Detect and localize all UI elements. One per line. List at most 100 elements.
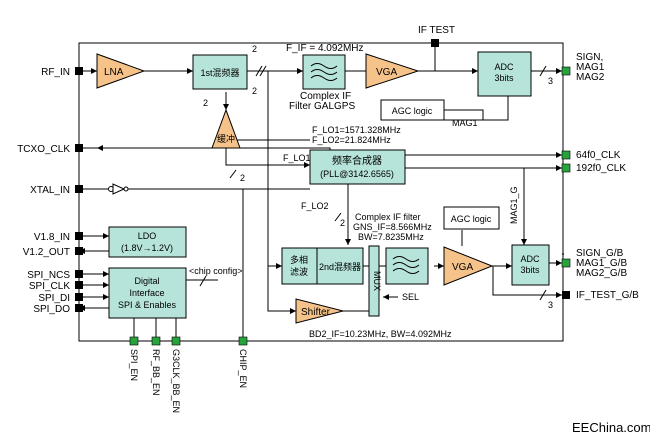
buffer-amplifier: [211, 108, 241, 149]
label-mag2-g: MAG2_G/B: [576, 268, 627, 279]
label-v18-in: V1.8_IN: [34, 232, 70, 243]
label-mag1-g: MAG1_G: [509, 186, 519, 224]
ldo-label-1: LDO: [138, 231, 157, 241]
left-pins: [75, 67, 83, 312]
pin-sign-g: [561, 258, 571, 268]
pin-rf-in: [75, 67, 83, 75]
xtal-output-bubble: [123, 186, 129, 192]
label-complex-if1-a: Complex IF: [300, 91, 351, 102]
pin-spi-ncs: [75, 270, 83, 278]
pin-if-test: [431, 39, 439, 47]
label-f-if: F_IF = 4.092MHz: [286, 43, 364, 54]
label-v12-out: V1.2_OUT: [23, 247, 70, 258]
vga2-amplifier: [443, 246, 494, 286]
bus-width-mixer1: 2: [252, 44, 257, 54]
label-mag1-feedback: MAG1: [452, 118, 478, 128]
arrowheads: [79, 68, 562, 314]
agc1-label: AGC logic: [392, 106, 433, 116]
bus-width-lo1: 2: [240, 173, 245, 183]
vga1-amplifier: [365, 53, 420, 89]
label-chip-en: CHIP_EN: [238, 349, 248, 388]
pin-spi-clk: [75, 281, 83, 289]
frequency-synthesizer: [309, 149, 406, 185]
digital-label-3: SPI & Enables: [118, 300, 177, 310]
label-rf-bb-en: RF_BB_EN: [151, 349, 161, 396]
pin-tcxo-clk: [75, 144, 83, 152]
adc1-block: [477, 51, 532, 97]
mixer1-label: 1st混频器: [200, 67, 239, 78]
vga2-label: VGA: [452, 262, 473, 273]
label-if-test-g: IF_TEST_G/B: [576, 290, 639, 301]
adc1-label-2: 3bits: [494, 73, 514, 83]
bus-markers: [199, 65, 547, 301]
label-bd2: BD2_IF=10.23MHz, BW=4.092MHz: [309, 329, 452, 339]
label-tcxo-clk: TCXO_CLK: [17, 144, 70, 155]
right-pins: [431, 39, 571, 299]
label-mag1-g: MAG1_G/B: [576, 258, 627, 269]
label-complex-if2-a: Complex IF filter: [355, 212, 421, 222]
label-spi-en: SPI_EN: [129, 349, 139, 381]
filter2-icon: [392, 256, 420, 274]
digital-interface-block: [108, 267, 187, 319]
label-spi-di: SPI_DI: [38, 293, 70, 304]
pin-if-test-g: [562, 291, 570, 299]
polyphase-filter: [281, 247, 318, 285]
polyphase-label-2: 滤波: [290, 266, 308, 277]
pin-v18-in: [75, 232, 83, 240]
mixer2-label: 2nd混频器: [319, 261, 361, 272]
shifter-amplifier: [295, 298, 344, 324]
label-sign-g: SIGN_G/B: [576, 248, 624, 259]
pin-g3clk-bb-en: [171, 336, 181, 346]
signal-wires: [79, 46, 564, 341]
ldo-label-2: (1.8V→1.2V): [121, 243, 173, 253]
pin-spi-en: [129, 336, 139, 346]
pin-spi-di: [75, 293, 83, 301]
bus-width-adc1: 3: [548, 76, 553, 86]
label-rf-in: RF_IN: [41, 67, 70, 78]
pin-64f0-clk: [561, 150, 571, 160]
pin-192f0-clk: [561, 163, 571, 173]
mixer1-block: [192, 54, 248, 90]
shifter-label: Shifter: [301, 307, 331, 318]
pin-rf-bb-en: [151, 336, 161, 346]
bottom-pins: [129, 336, 248, 346]
pin-v12-out: [75, 247, 83, 255]
label-f-lo-1: F_LO1=1571.328MHz: [312, 125, 401, 135]
digital-label-2: Interface: [129, 288, 164, 298]
bus-width-buffer: 2: [203, 98, 208, 108]
bus-width-adc2: 3: [548, 300, 553, 310]
label-spi-ncs: SPI_NCS: [27, 270, 70, 281]
watermark: EEChina.com: [572, 420, 650, 435]
label-chip-config: <chip config>: [189, 266, 243, 276]
digital-label-1: Digital: [134, 276, 159, 286]
label-spi-clk: SPI_CLK: [29, 281, 70, 292]
label-mag1: MAG1: [576, 62, 605, 73]
agc2-label: AGC logic: [451, 214, 492, 224]
label-mag2: MAG2: [576, 72, 605, 83]
label-f-lo-2: F_LO2=21.824MHz: [312, 135, 391, 145]
label-g3clk-bb-en: G3CLK_BB_EN: [171, 349, 181, 413]
bus-width-mixer1-b: 2: [252, 86, 257, 96]
agc-logic-2: [443, 206, 500, 230]
label-xtal-in: XTAL_IN: [30, 185, 70, 196]
label-sel: SEL: [402, 292, 419, 302]
label-complex-if2-b: GNS_IF=8.566MHz: [353, 222, 432, 232]
polyphase-label-1: 多相: [290, 254, 308, 265]
label-f-lo2: F_LO2: [301, 201, 329, 211]
mux-label: MUX: [372, 271, 382, 291]
pin-xtal-in: [75, 185, 83, 193]
label-192f0-clk: 192f0_CLK: [576, 163, 626, 174]
lna-label: LNA: [104, 67, 124, 78]
filter1-icon: [310, 63, 338, 81]
mux-block: [368, 245, 380, 317]
mixer2-block: [316, 247, 364, 285]
adc1-label-1: ADC: [494, 62, 514, 72]
label-if-test: IF TEST: [418, 25, 455, 36]
adc2-label-2: 3bits: [520, 265, 540, 275]
label-complex-if1-b: Filter GALGPS: [289, 101, 355, 112]
adc2-label-1: ADC: [520, 254, 540, 264]
bus-width-lo2: 2: [340, 218, 345, 228]
pin-spi-do: [75, 304, 83, 312]
